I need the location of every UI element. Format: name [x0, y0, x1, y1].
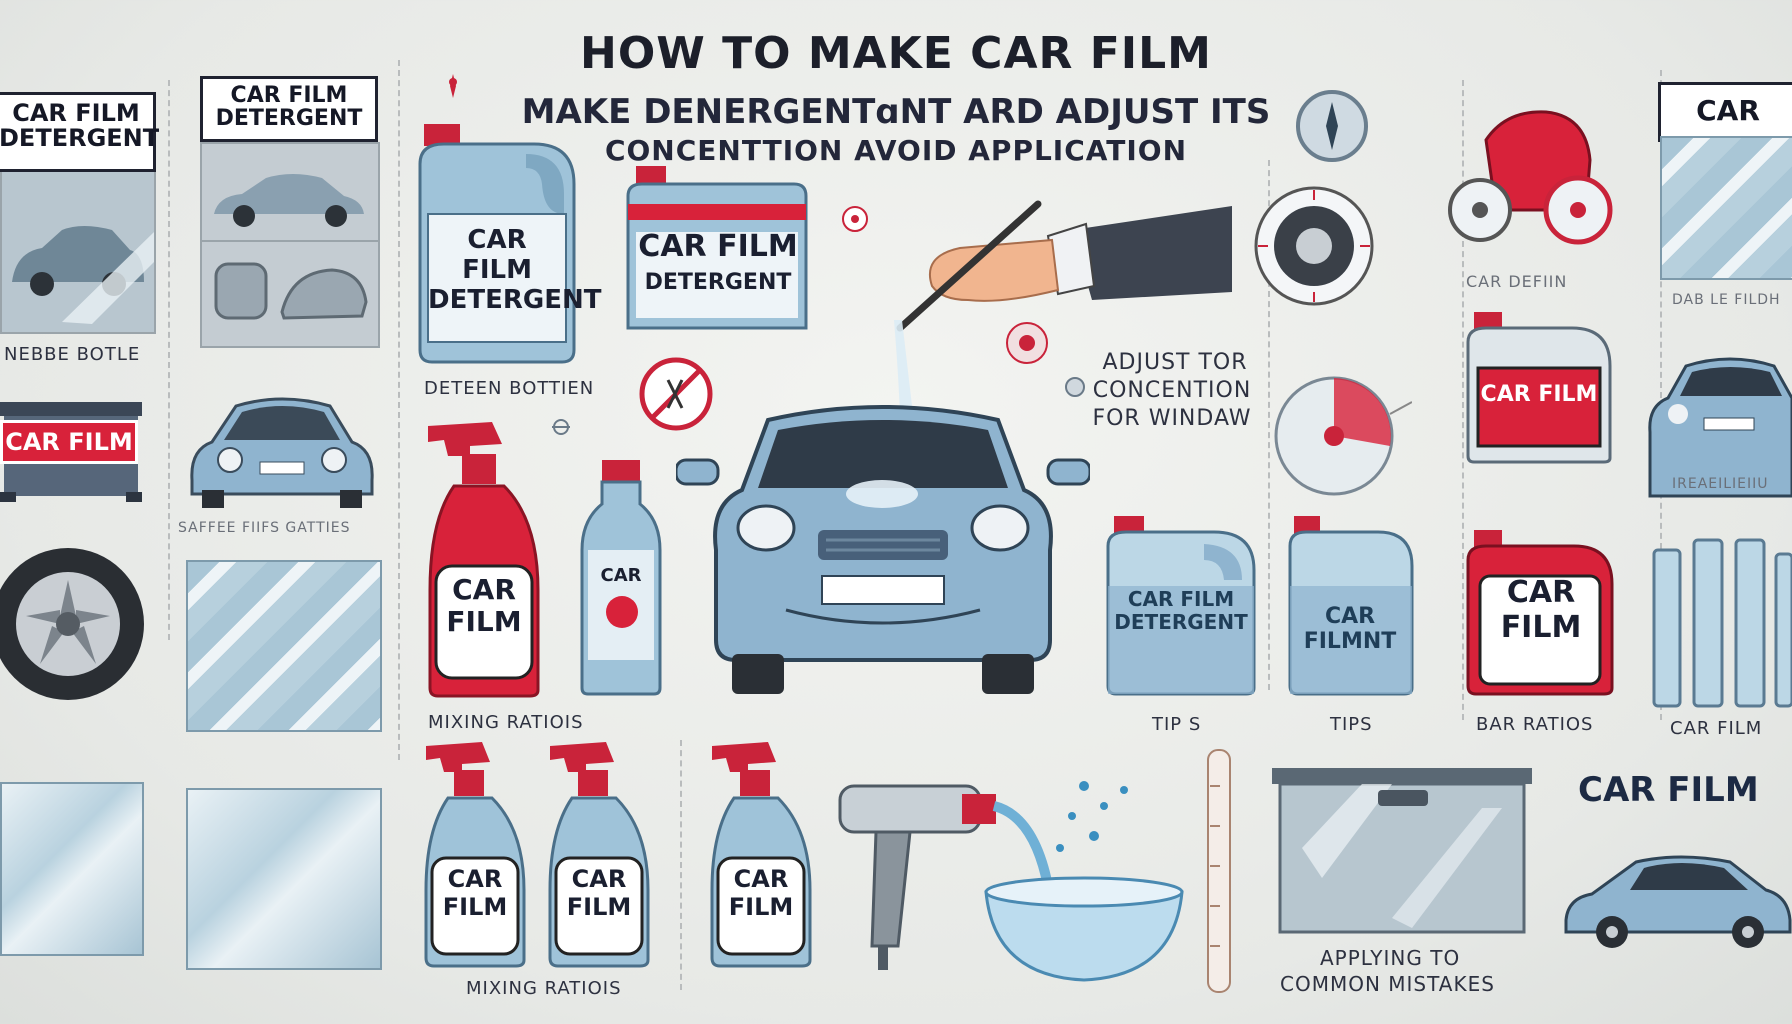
jug-right-upper-label: CAR FILM [1480, 382, 1598, 407]
label-defiin: CAR DEFIIN [1466, 272, 1568, 291]
label-faint-top: DAB LE FILDH [1672, 292, 1781, 308]
pin-small-icon [548, 414, 574, 440]
label-mixing-bottom: MIXING RATIOIS [466, 978, 622, 999]
tag-car-film-detergent-2: CAR FILM DETERGENT [200, 76, 378, 142]
heat-gun-icon [836, 776, 996, 972]
small-connector-icon [1060, 372, 1090, 402]
red-jug-right-label: CAR FILM [1500, 575, 1582, 645]
spray-bottle-2 [542, 740, 656, 968]
thermometer-icon [1204, 746, 1234, 996]
spray-label: CAR FILM [446, 573, 522, 639]
label-applying: APPLYING TO [1320, 946, 1461, 970]
test-tubes-icon [1650, 530, 1792, 710]
tire-icon [0, 540, 150, 710]
spray-2-label: CAR FILM [566, 865, 632, 921]
label-common-mistakes: COMMON MISTAKES [1280, 972, 1495, 996]
car-parts-icon [202, 242, 378, 346]
label-car-film-right: CAR FILM [1670, 718, 1763, 739]
car-film-big-label: CAR FILM [1578, 770, 1759, 810]
gauge-small-icon [840, 204, 870, 234]
window-film-sample [186, 560, 382, 732]
central-car-icon [676, 400, 1090, 696]
divider [168, 80, 170, 640]
spray-1-label: CAR FILM [442, 865, 508, 921]
spray-bottle-1 [418, 740, 532, 968]
detergent-jug [414, 124, 580, 364]
tag-car-film-detergent: CAR FILM DETERGENT [0, 92, 159, 172]
car-side-icon [2, 172, 154, 332]
bottle-label: CAR [600, 565, 642, 586]
red-dot-icon [1004, 320, 1050, 366]
hand-dropper-icon [872, 196, 1232, 346]
page-title: HOW TO MAKE CAR FILM [580, 28, 1212, 79]
sedan-icon [1560, 840, 1792, 950]
jug1-label: CAR FILM DETERGENT [1114, 587, 1248, 634]
tint-gauge-icon [1272, 374, 1412, 498]
divider [1268, 160, 1270, 690]
car-front-icon [184, 384, 380, 510]
jug-label: CAR FILM DETERGENT [428, 225, 602, 315]
red-jug-label: CAR FILM [638, 229, 798, 264]
label-faint: SAFFEE FIIFS GATTIES [178, 520, 351, 536]
car-film-panel [0, 170, 156, 334]
car-parts-panel [200, 240, 380, 348]
red-jug-right [1464, 530, 1616, 696]
no-symbol-icon [638, 356, 714, 432]
spray-bottle-3 [704, 740, 818, 968]
tinting-machine-icon [1446, 100, 1622, 250]
label-ratios: BAR RATIOS [1476, 714, 1594, 735]
red-jug [624, 166, 810, 334]
jug-right-upper [1464, 312, 1614, 464]
red-spray-bottle [418, 420, 548, 698]
jug-clear-1 [1104, 516, 1258, 696]
glass-panel [0, 782, 144, 956]
car-side-icon [202, 144, 378, 240]
adjust-text-1: ADJUST TOR [1102, 350, 1248, 375]
water-bowl-icon [984, 776, 1184, 986]
pin-icon [438, 70, 468, 100]
label-tips-2: TIPS [1330, 714, 1373, 735]
jug2-label: CAR FILMNT [1303, 604, 1397, 655]
divider [1462, 80, 1464, 720]
subtitle-line-1: MAKE DENERGENTɑNT ARD ADJUST ITS [521, 92, 1271, 132]
red-jug-sublabel: DETERGENT [644, 270, 792, 295]
adjust-text-2: CONCENTION [1092, 378, 1252, 403]
subtitle-line-2: CONCENTTION AVOID APPLICATION [604, 134, 1188, 167]
label-bottle: NEBBE BOTLE [4, 344, 141, 365]
divider [680, 740, 682, 990]
tag-car-film-right: CAR FILM [1658, 82, 1792, 179]
adjust-text-3: FOR WINDAW [1092, 406, 1252, 431]
blue-bottle [578, 460, 664, 696]
film-sample-right [1660, 136, 1792, 280]
car-photo-panel [200, 142, 380, 242]
tag-car-film-red: CAR FILM [0, 420, 138, 464]
wheel-dial-icon [1252, 184, 1376, 308]
label-mixing-ratios: MIXING RATIOIS [428, 712, 584, 733]
label-tips-1: TIP S [1152, 714, 1202, 735]
label-faint-mid: IREAEILIEIIU [1672, 476, 1769, 492]
glass-panel-2 [186, 788, 382, 970]
car-front-right-icon [1644, 336, 1792, 498]
divider [398, 60, 400, 760]
label-detergent-bottle: DETEEN BOTTIEN [424, 378, 595, 399]
windshield-icon [1272, 768, 1532, 948]
compass-icon [1294, 88, 1370, 178]
divider [1660, 70, 1662, 720]
spray-3-label: CAR FILM [728, 865, 794, 921]
jug-clear-2 [1286, 516, 1416, 696]
